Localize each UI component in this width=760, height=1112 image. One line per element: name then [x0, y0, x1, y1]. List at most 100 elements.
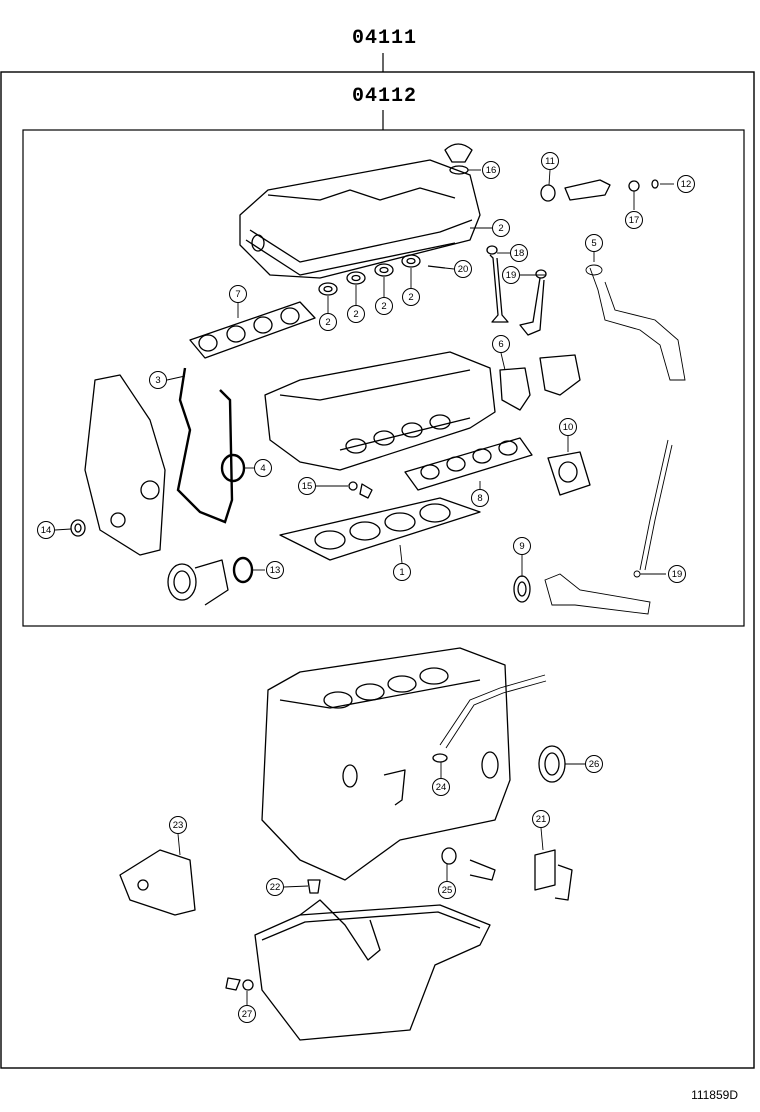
oil-pipe [439, 674, 547, 749]
oil-filler-cap [444, 143, 473, 175]
callout-27: 27 [238, 1005, 256, 1023]
callout-circle [169, 816, 187, 834]
callout-23: 23 [169, 816, 187, 834]
callout-19: 19 [502, 266, 520, 284]
callout-number: 27 [242, 1009, 253, 1020]
callout-12: 12 [677, 175, 695, 193]
callout-circle [482, 161, 500, 179]
callout-number: 5 [591, 238, 596, 249]
cylinder-head [264, 351, 496, 471]
exhaust-manifold-gasket [404, 437, 533, 491]
callout-number: 10 [563, 422, 574, 433]
callout-number: 22 [270, 882, 281, 893]
callout-number: 11 [545, 156, 555, 167]
oil-seal-15 [70, 519, 86, 537]
callout-number: 1 [399, 567, 404, 578]
callout-8: 8 [471, 489, 489, 507]
callout-number: 19 [672, 569, 683, 580]
valves [489, 254, 545, 336]
callout-2: 2 [402, 288, 420, 306]
overhaul-kit-frame [0, 71, 755, 1069]
kit-title-overhaul: 04111 [352, 27, 418, 50]
timing-cover-gasket [176, 367, 234, 524]
callout-circle [37, 521, 55, 539]
callout-circle [375, 297, 393, 315]
callout-number: 8 [477, 493, 482, 504]
callout-circle [149, 371, 167, 389]
callout-circle [319, 313, 337, 331]
callout-number: 25 [442, 885, 453, 896]
callout-22: 22 [266, 878, 284, 896]
callout-circle [432, 778, 450, 796]
callout-26: 26 [585, 755, 603, 773]
callout-circle [585, 755, 603, 773]
callout-circle [541, 152, 559, 170]
callout-circle [559, 418, 577, 436]
callout-circle [585, 234, 603, 252]
callout-group: 1222223456789101112131415161718191920212… [37, 152, 695, 1023]
callout-number: 23 [173, 820, 184, 831]
callout-21: 21 [532, 810, 550, 828]
callout-circle [668, 565, 686, 583]
cylinder-block [261, 647, 511, 881]
callout-number: 18 [514, 248, 525, 259]
callout-14: 14 [37, 521, 55, 539]
callout-number: 2 [498, 223, 503, 234]
callout-4: 4 [254, 459, 272, 477]
callout-5: 5 [585, 234, 603, 252]
callout-2: 2 [347, 305, 365, 323]
water-bypass-fittings [540, 179, 659, 202]
water-inlet-pipe [585, 264, 686, 381]
callout-24: 24 [432, 778, 450, 796]
callout-3: 3 [149, 371, 167, 389]
intake-manifold-gasket [189, 301, 316, 359]
callout-circle [347, 305, 365, 323]
callout-number: 20 [458, 264, 469, 275]
gasket-11 [547, 451, 591, 496]
callout-number: 12 [681, 179, 692, 190]
callout-number: 13 [270, 565, 281, 576]
callout-number: 9 [519, 541, 524, 552]
callout-circle [454, 260, 472, 278]
timing-chain-cover [84, 374, 166, 556]
callout-20: 20 [454, 260, 472, 278]
callout-circle [510, 244, 528, 262]
callout-circle [402, 288, 420, 306]
callout-number: 17 [629, 215, 640, 226]
callout-number: 16 [486, 165, 497, 176]
callout-number: 26 [589, 759, 600, 770]
callout-2: 2 [375, 297, 393, 315]
callout-circle [254, 459, 272, 477]
callout-2: 2 [319, 313, 337, 331]
callout-6: 6 [492, 335, 510, 353]
callout-25: 25 [438, 881, 456, 899]
o-ring-5 [220, 453, 246, 483]
gasket-22-filter-bracket [534, 849, 573, 901]
callout-circle [492, 219, 510, 237]
cylinder-head-gasket [279, 497, 481, 561]
callout-circle [471, 489, 489, 507]
o-ring-14 [232, 556, 254, 584]
drain-plug-gasket-28 [225, 977, 254, 991]
callout-number: 2 [381, 301, 386, 312]
callout-number: 19 [506, 270, 517, 281]
plug-23 [307, 879, 321, 894]
callout-number: 3 [155, 375, 160, 386]
callout-number: 21 [536, 814, 547, 825]
callout-circle [438, 881, 456, 899]
oil-pump-cover-24 [119, 849, 196, 916]
callout-number: 7 [235, 289, 240, 300]
callout-10: 10 [559, 418, 577, 436]
rear-oil-seal-27 [538, 745, 566, 783]
callout-circle [677, 175, 695, 193]
callout-circle [513, 537, 531, 555]
oil-level-gauge [633, 439, 673, 578]
callout-circle [502, 266, 520, 284]
callout-9: 9 [513, 537, 531, 555]
plug-21 [427, 265, 446, 269]
water-outlet-gasket [499, 354, 581, 411]
callout-2: 2 [492, 219, 510, 237]
callout-circle [266, 561, 284, 579]
kit-title-head: 04112 [352, 85, 418, 108]
